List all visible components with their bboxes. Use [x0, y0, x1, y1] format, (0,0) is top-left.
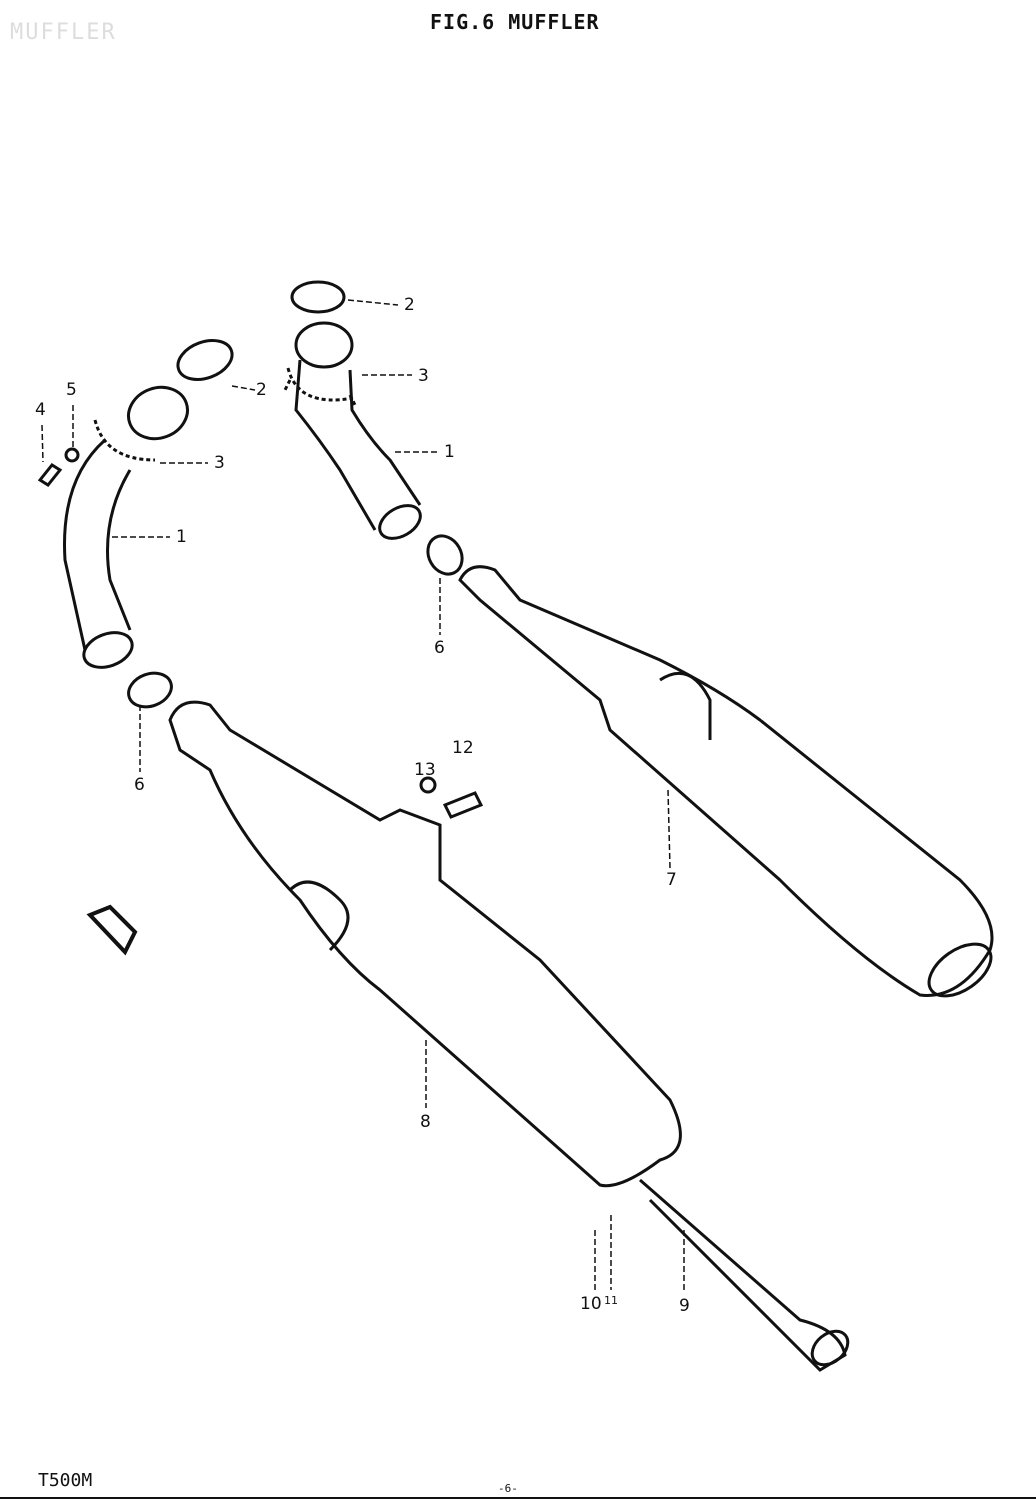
callout-6-right: 6: [434, 638, 445, 658]
direction-arrow: [86, 904, 138, 956]
gasket-left: [176, 339, 234, 381]
callout-12: 12: [452, 738, 474, 758]
model-code: T500M: [38, 1470, 93, 1491]
clamp-nut-right: [282, 367, 358, 408]
seal-ring-left: [127, 671, 173, 709]
exhaust-pipe-left: [63, 438, 132, 651]
callout-6-left: 6: [134, 775, 145, 795]
callout-2-right: 2: [404, 295, 415, 315]
bolt-left: [37, 463, 63, 487]
callout-3-right: 3: [418, 366, 429, 386]
callout-10: 10: [580, 1294, 602, 1314]
callout-1-left: 1: [176, 527, 187, 547]
bolt-center: [442, 791, 484, 819]
tail-pipe: [639, 1178, 847, 1372]
callout-5: 5: [66, 380, 77, 400]
callout-4: 4: [35, 400, 46, 420]
muffler-left: [168, 700, 682, 1188]
exhaust-pipe-right: [294, 359, 422, 531]
exhaust-pipe-left-flange: [127, 385, 189, 441]
callout-8: 8: [420, 1112, 431, 1132]
callout-7: 7: [666, 870, 677, 890]
faded-header-text: MUFFLER: [10, 20, 117, 45]
callout-2-left: 2: [256, 380, 267, 400]
callout-13: 13: [414, 760, 436, 780]
figure-title: FIG.6 MUFFLER: [430, 10, 600, 34]
muffler-right: [458, 565, 994, 997]
exhaust-pipe-right-flange: [294, 321, 354, 369]
clamp-nut-left: [93, 419, 156, 462]
callout-9: 9: [679, 1296, 690, 1316]
callout-1-right: 1: [444, 442, 455, 462]
callout-3-left: 3: [214, 453, 225, 473]
seal-ring-right: [426, 534, 464, 576]
washer-center: [419, 776, 437, 794]
page-number: -6-: [498, 1482, 518, 1495]
leader-lines: [41, 299, 685, 1292]
bottom-border: [0, 1497, 1036, 1499]
washer-left: [64, 447, 80, 463]
callout-11: 11: [604, 1294, 618, 1307]
gasket-right: [290, 280, 346, 314]
callout-11-text: 11: [604, 1294, 618, 1307]
